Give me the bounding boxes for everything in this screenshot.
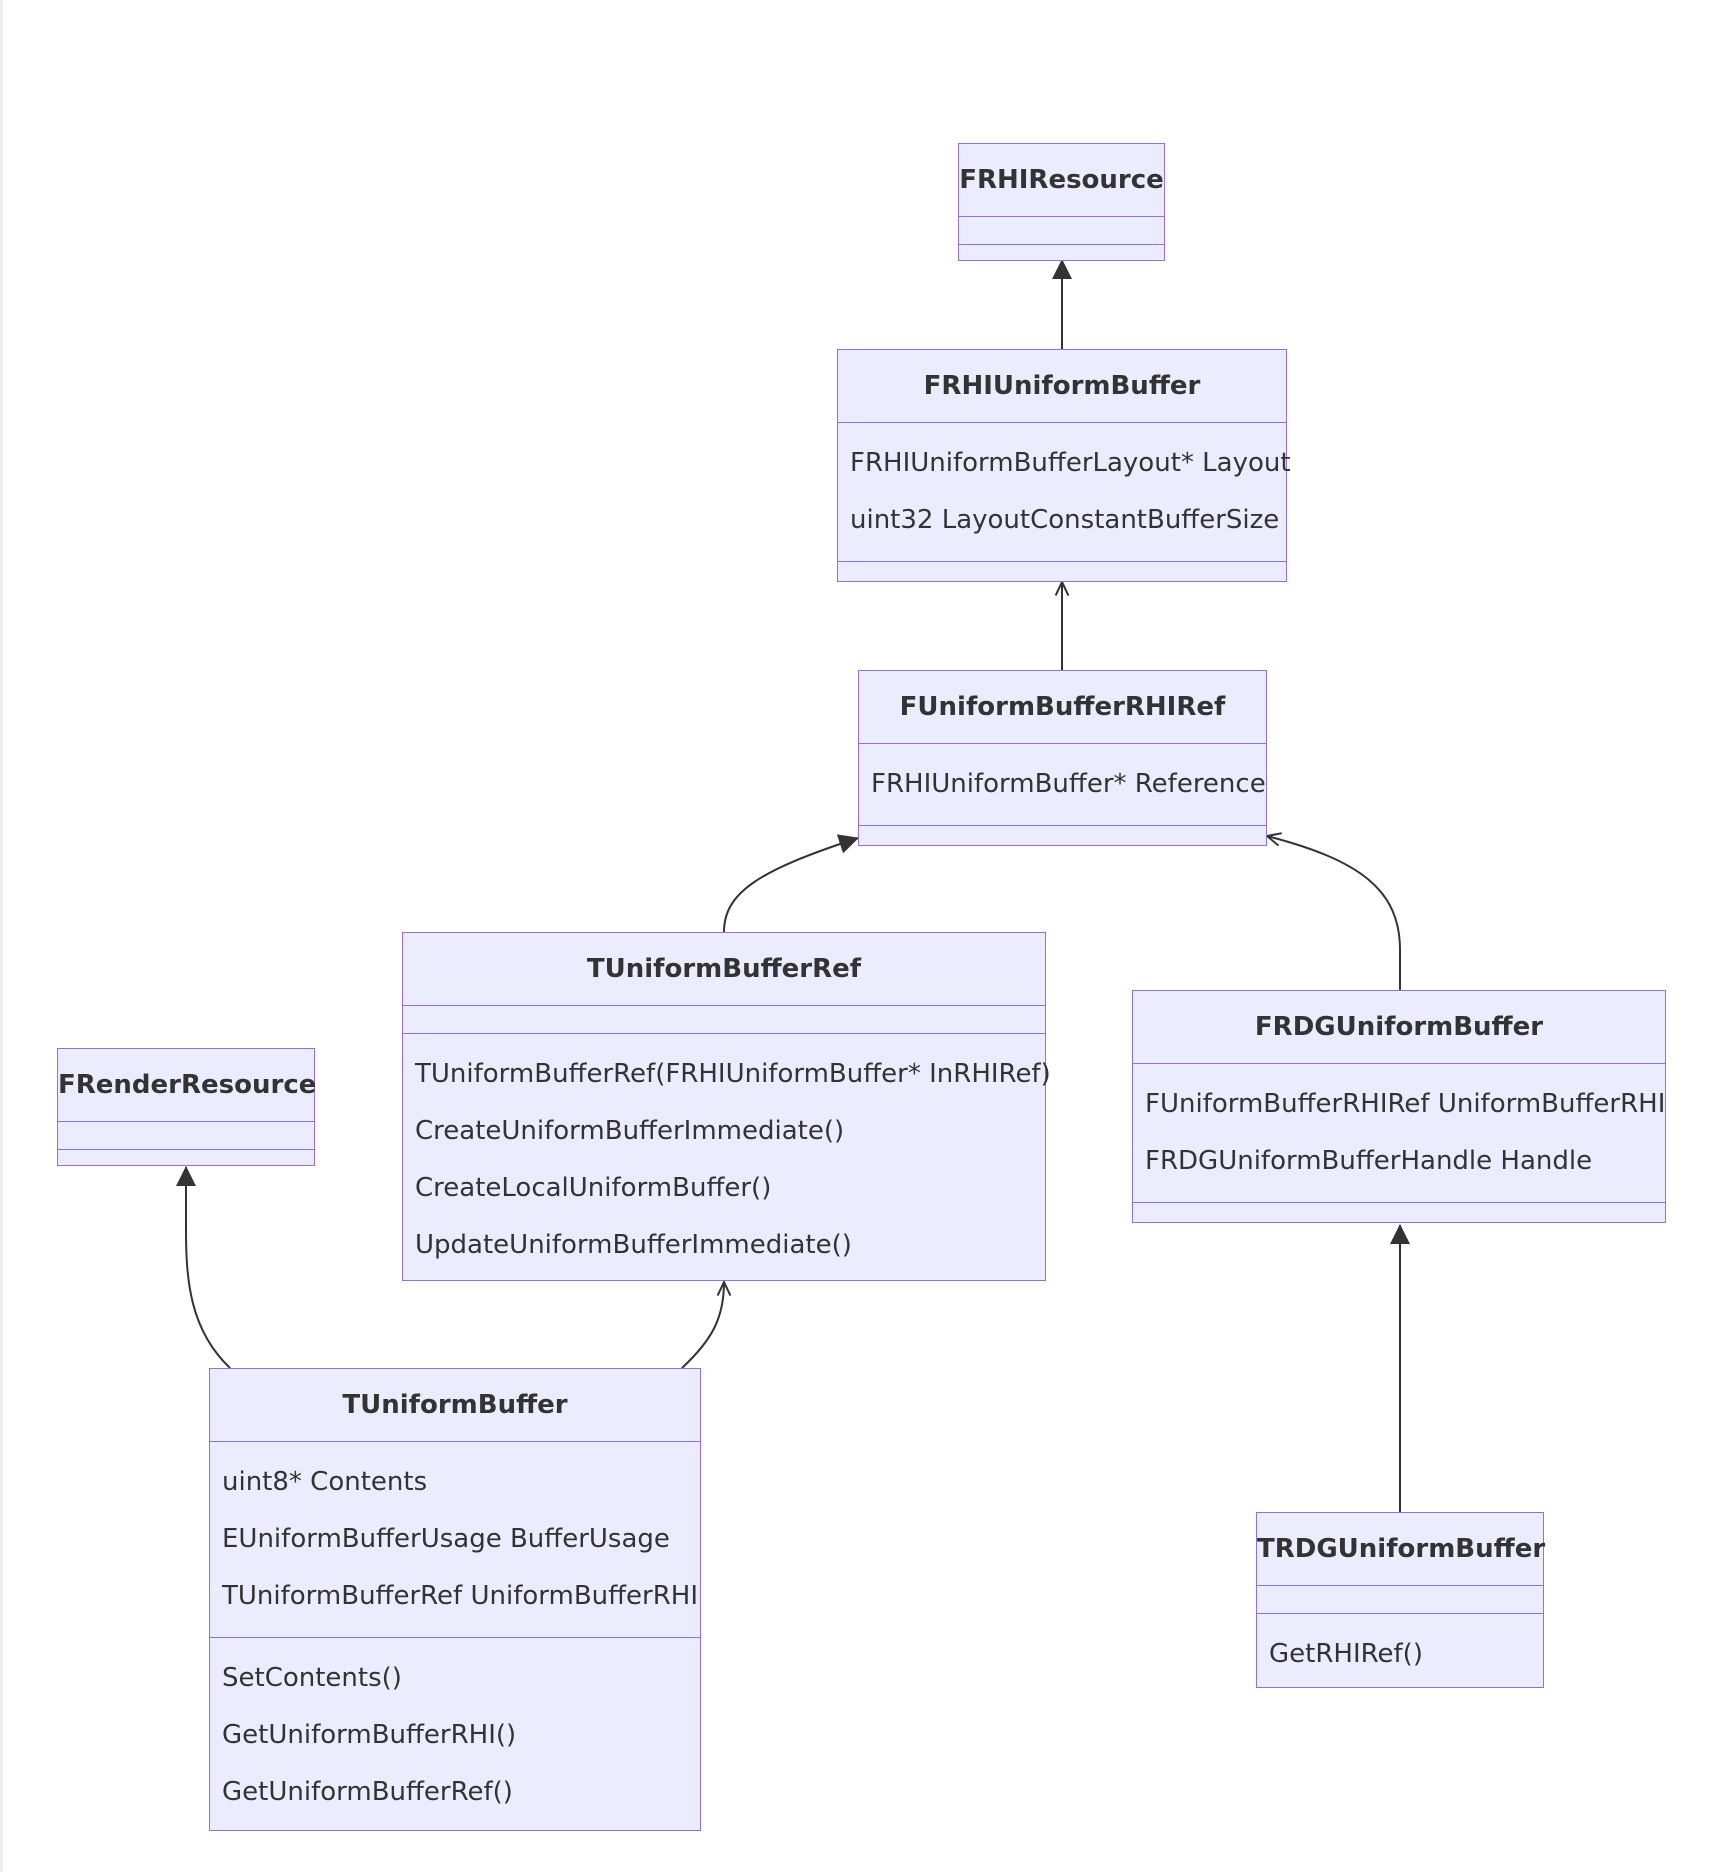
class-frhiresource[interactable]: FRHIResource	[958, 143, 1165, 261]
attribute: FUniformBufferRHIRef UniformBufferRHI	[1145, 1089, 1666, 1119]
attribute: FRHIUniformBuffer* Reference	[871, 769, 1266, 799]
class-tuniformbuffer[interactable]: TUniformBuffer uint8* Contents EUniformB…	[209, 1368, 701, 1831]
methods-section	[1133, 1203, 1665, 1223]
attributes-section	[959, 217, 1164, 245]
class-funiformbufferrhiref[interactable]: FUniformBufferRHIRef FRHIUniformBuffer* …	[858, 670, 1267, 846]
edge-tuniformbufferref-to-funiformbufferrhiref	[723, 834, 859, 933]
attribute: uint8* Contents	[222, 1467, 428, 1497]
attributes-section	[58, 1122, 314, 1150]
class-name: TRDGUniformBuffer	[1257, 1513, 1545, 1586]
class-name: TUniformBuffer	[210, 1369, 700, 1442]
class-frdguniformbuffer[interactable]: FRDGUniformBuffer FUniformBufferRHIRef U…	[1132, 990, 1666, 1223]
class-name: FRenderResource	[58, 1049, 316, 1122]
class-name: FRHIResource	[959, 144, 1164, 217]
method: SetContents()	[222, 1663, 402, 1693]
attributes-section: FUniformBufferRHIRef UniformBufferRHI FR…	[1133, 1064, 1665, 1203]
method: TUniformBufferRef(FRHIUniformBuffer* InR…	[415, 1059, 1051, 1089]
method: UpdateUniformBufferImmediate()	[415, 1230, 852, 1260]
class-name: TUniformBufferRef	[403, 933, 1045, 1006]
attributes-section	[1257, 1586, 1543, 1614]
edge-tuniformbuffer-to-tuniformbufferref	[681, 1282, 724, 1369]
methods-section: SetContents() GetUniformBufferRHI() GetU…	[210, 1638, 700, 1833]
class-name: FRDGUniformBuffer	[1133, 991, 1665, 1064]
method: GetRHIRef()	[1269, 1639, 1423, 1669]
methods-section: TUniformBufferRef(FRHIUniformBuffer* InR…	[403, 1034, 1051, 1286]
attributes-section: FRHIUniformBuffer* Reference	[859, 744, 1266, 826]
attributes-section: uint8* Contents EUniformBufferUsage Buff…	[210, 1442, 700, 1638]
methods-section	[959, 245, 1164, 265]
methods-section	[58, 1150, 314, 1170]
attributes-section	[403, 1006, 1045, 1034]
class-name: FRHIUniformBuffer	[838, 350, 1286, 423]
attribute: EUniformBufferUsage BufferUsage	[222, 1524, 670, 1554]
method: CreateLocalUniformBuffer()	[415, 1173, 772, 1203]
method: CreateUniformBufferImmediate()	[415, 1116, 845, 1146]
methods-section	[838, 562, 1286, 582]
methods-section	[859, 826, 1266, 846]
method: GetUniformBufferRHI()	[222, 1720, 517, 1750]
attributes-section: FRHIUniformBufferLayout* Layout uint32 L…	[838, 423, 1291, 562]
attribute: FRDGUniformBufferHandle Handle	[1145, 1146, 1593, 1176]
class-trdguniformbuffer[interactable]: TRDGUniformBuffer GetRHIRef()	[1256, 1512, 1545, 1688]
attribute: FRHIUniformBufferLayout* Layout	[850, 448, 1291, 478]
class-name: FUniformBufferRHIRef	[859, 671, 1266, 744]
attribute: TUniformBufferRef UniformBufferRHI	[222, 1581, 699, 1611]
method: GetUniformBufferRef()	[222, 1777, 513, 1807]
attribute: uint32 LayoutConstantBufferSize	[850, 505, 1280, 535]
methods-section: GetRHIRef()	[1257, 1614, 1543, 1695]
class-tuniformbufferref[interactable]: TUniformBufferRef TUniformBufferRef(FRHI…	[402, 932, 1051, 1281]
class-frhiuniformbuffer[interactable]: FRHIUniformBuffer FRHIUniformBufferLayou…	[837, 349, 1291, 582]
class-frenderresource[interactable]: FRenderResource	[57, 1048, 316, 1166]
edge-frdguniformbuffer-to-funiformbufferrhiref	[1267, 836, 1401, 990]
edge-tuniformbuffer-to-frenderresource	[176, 1166, 231, 1369]
